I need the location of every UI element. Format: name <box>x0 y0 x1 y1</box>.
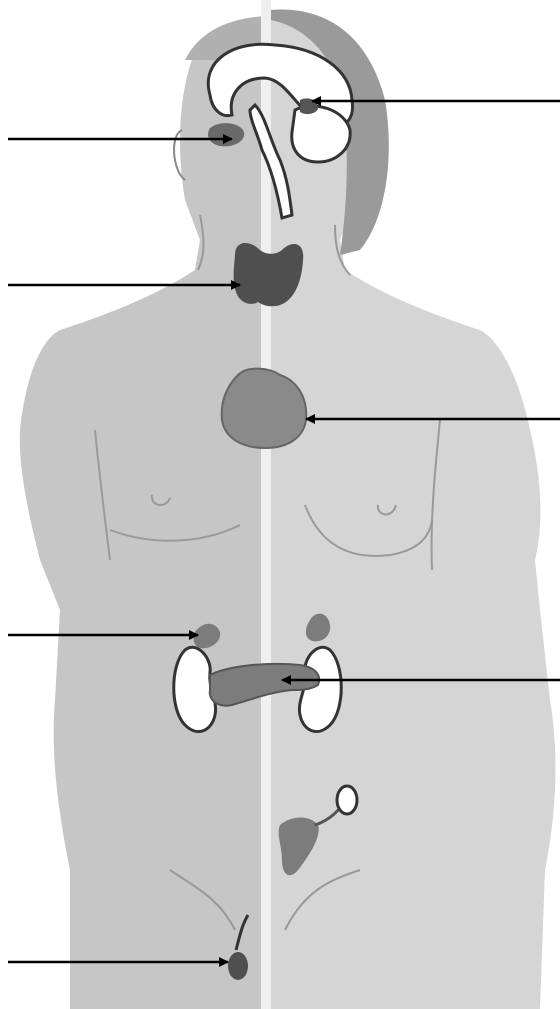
brain-cerebellum <box>292 106 350 162</box>
testis <box>228 952 248 980</box>
ovary <box>337 786 357 814</box>
